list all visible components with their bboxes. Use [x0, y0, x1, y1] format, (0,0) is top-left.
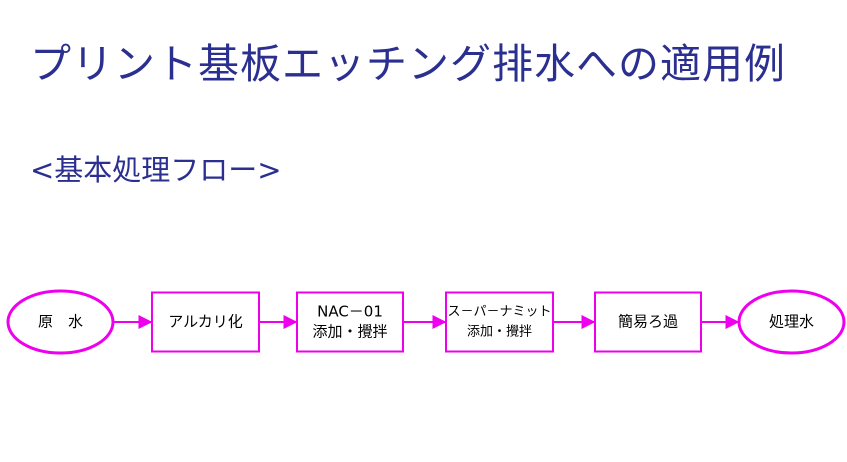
flow-node-shape	[737, 289, 846, 355]
flow-node-label: 添加・攪拌	[467, 325, 532, 340]
flow-node-treated-water: 処理水	[737, 289, 846, 355]
flow-node-label: アルカリ化	[168, 313, 242, 331]
flow-nodes: 原 水アルカリ化NAC－01添加・攪拌ス－パ－ナミット添加・攪拌簡易ろ過処理水	[6, 289, 846, 355]
flow-node-shape	[594, 291, 702, 353]
flow-node-shape	[445, 291, 554, 353]
flow-node-label: 処理水	[769, 313, 814, 331]
flow-subtitle: <基本処理フロー>	[30, 153, 282, 187]
flow-node-label: 添加・攪拌	[312, 323, 387, 341]
flow-node-raw-water: 原 水	[6, 289, 115, 355]
page-title: プリント基板エッチング排水への適用例	[30, 40, 786, 88]
flow-node-label: ス－パ－ナミット	[447, 305, 551, 320]
flow-node-label: NAC－01	[317, 303, 383, 321]
flow-node-simple-filtration: 簡易ろ過	[594, 291, 702, 353]
flow-node-nac01: NAC－01 添加・攪拌	[296, 291, 404, 353]
flow-node-label: 簡易ろ過	[618, 313, 678, 331]
flow-node-alkalization: アルカリ化	[151, 291, 260, 353]
flow-node-shape	[6, 289, 115, 355]
flow-node-shape	[296, 291, 404, 353]
flow-node-label: 原 水	[38, 313, 83, 331]
flow-node-shape	[151, 291, 260, 353]
